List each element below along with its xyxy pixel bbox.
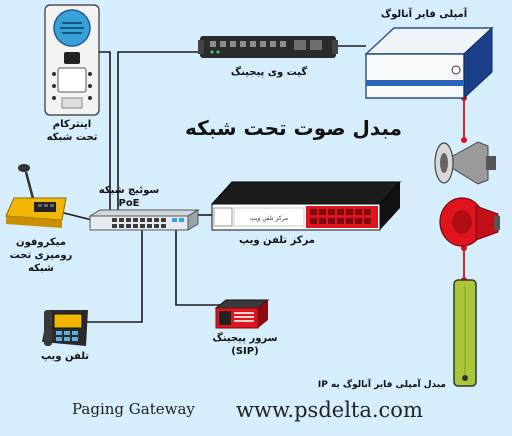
page-title: مبدل صوت تحت شبکه [185, 116, 402, 140]
microphone-label-line1: میکروفون [16, 237, 66, 248]
wire-mic-switch [59, 211, 93, 221]
microphone-label: میکروفون رومیزی تحت شبکه [4, 236, 78, 275]
ip-pbx-label: مرکز تلفن ویپ [238, 235, 315, 246]
ip-intercom-device [44, 4, 100, 116]
desktop-microphone-device [5, 164, 67, 228]
converter-note: مبدل آمپلی فایر آنالوگ به IP [317, 380, 446, 390]
column-speaker-icon [453, 279, 477, 387]
ip-pbx-panel-text: مرکز تلفن ویپ [250, 215, 288, 222]
wire-phone-switch [86, 228, 143, 323]
switch-label-line1: سوئیچ شبکه [98, 185, 160, 196]
horn-speaker-icon [434, 141, 496, 185]
microphone-label-line2: رومیزی تحت [9, 250, 73, 261]
intercom-label: اینترکام تحت شبکه [40, 118, 104, 144]
footer-website: www.psdelta.com [236, 398, 423, 422]
switch-label: سوئیچ شبکه PoE [92, 184, 166, 210]
wire-gateway-switch [117, 51, 200, 220]
paging-server-label-line2: (SIP) [231, 346, 259, 357]
paging-server-label-line1: سرور پیجینگ [212, 333, 278, 344]
red-speaker-icon [439, 197, 500, 247]
gateway-label: گیت وی پیجینگ [230, 67, 308, 78]
intercom-label-line2: تحت شبکه [46, 132, 98, 143]
analog-amplifier-device [364, 26, 494, 100]
switch-label-line2: PoE [118, 198, 140, 209]
footer-left-text: Paging Gateway [72, 400, 195, 418]
wire-intercom-switch [98, 51, 111, 220]
connector-dot [461, 137, 467, 143]
amplifier-label: آمپلی فایر آنالوگ [380, 9, 468, 20]
microphone-label-line3: شبکه [28, 263, 54, 274]
intercom-label-line1: اینترکام [52, 119, 92, 130]
voip-phone-label: تلفن ویپ [40, 351, 90, 362]
paging-server-device [214, 299, 270, 329]
paging-gateway-device [198, 36, 338, 58]
voip-phone-device [42, 310, 88, 346]
ip-pbx-device: مرکز تلفن ویپ [210, 181, 402, 231]
paging-server-label: سرور پیجینگ (SIP) [200, 332, 290, 358]
wire-server-switch [175, 228, 226, 306]
poe-switch-device [88, 209, 200, 231]
